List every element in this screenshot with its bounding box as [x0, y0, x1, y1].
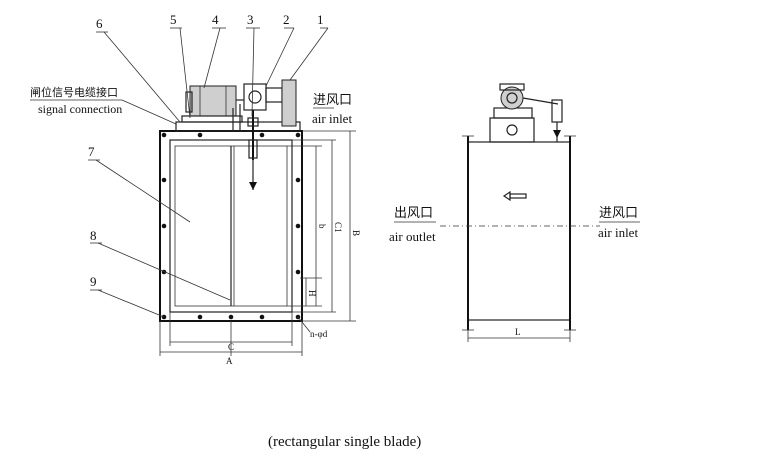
dim-L: L — [515, 327, 521, 337]
inner-frame — [169, 139, 293, 313]
dim-b: b — [317, 224, 327, 229]
callout-4: 4 — [212, 12, 219, 27]
air-outlet-en: air outlet — [389, 229, 436, 244]
callout-2: 2 — [283, 12, 290, 27]
front-air-inlet-en: air inlet — [312, 111, 352, 126]
front-dimensions — [159, 130, 356, 356]
callout-9: 9 — [90, 274, 97, 289]
dim-H: H — [307, 290, 317, 297]
side-actuator — [489, 83, 563, 143]
motor-assembly — [181, 85, 243, 123]
callout-5: 5 — [170, 12, 177, 27]
dim-A: A — [226, 356, 233, 366]
linkage-assembly — [232, 79, 297, 190]
side-air-inlet-cn: 进风口 — [599, 206, 638, 221]
callout-leaders — [30, 27, 329, 318]
actuator-base-plate — [175, 121, 301, 132]
dim-B: B — [351, 230, 361, 236]
callout-6: 6 — [96, 16, 103, 31]
callout-1: 1 — [317, 12, 324, 27]
signal-connection-cn: 闸位信号电缆接口 — [30, 85, 118, 99]
flange-bolts — [161, 132, 301, 320]
dim-C: C — [228, 342, 234, 352]
dim-C1: C1 — [333, 222, 343, 233]
signal-connection-en: signal connection — [38, 102, 122, 116]
side-body — [467, 141, 571, 321]
callout-8: 8 — [90, 228, 97, 243]
flow-arrow — [502, 190, 527, 202]
side-air-inlet-en: air inlet — [598, 225, 638, 240]
callout-7: 7 — [88, 144, 95, 159]
air-outlet-cn: 出风口 — [394, 206, 433, 221]
dim-nd: n-φd — [310, 329, 328, 339]
caption: (rectangular single blade) — [268, 434, 421, 450]
front-air-inlet-cn: 进风口 — [313, 93, 352, 108]
callout-3: 3 — [247, 12, 254, 27]
front-view: A C B C1 b H n-φd — [30, 12, 361, 366]
side-view: L 出风口 air outlet 进风口 air inlet — [389, 83, 640, 342]
